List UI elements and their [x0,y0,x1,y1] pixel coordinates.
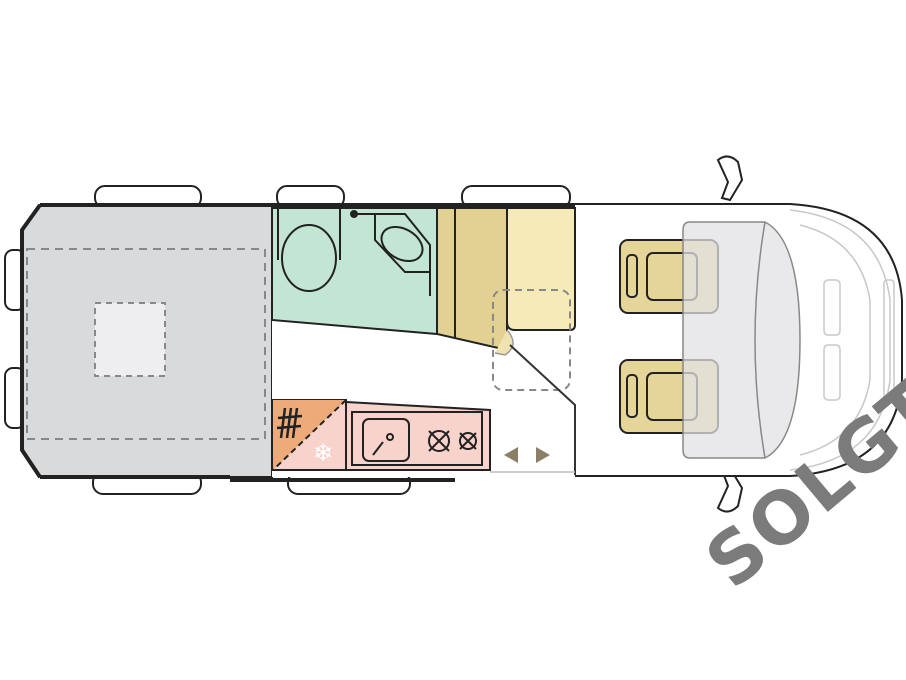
table-dashed [492,289,571,391]
wardrobe [436,207,508,352]
cabinet [506,207,576,331]
mirror-icon [716,155,744,513]
bed-outline-dashed [26,248,266,440]
washbasin-icon [350,210,431,296]
burner-icon [428,430,477,452]
cab-details [789,209,895,471]
arrow-left-icon[interactable] [504,447,518,463]
sink-icon [362,418,410,462]
hash-icon [276,407,303,439]
arrow-right-icon[interactable] [536,447,550,463]
dashboard [682,221,801,459]
snowflake-icon: ❄ [313,439,333,467]
door-line [509,344,576,475]
toilet-icon [277,208,341,292]
roof-hatch [94,302,166,377]
walls [20,203,575,482]
table-corner [494,329,514,356]
